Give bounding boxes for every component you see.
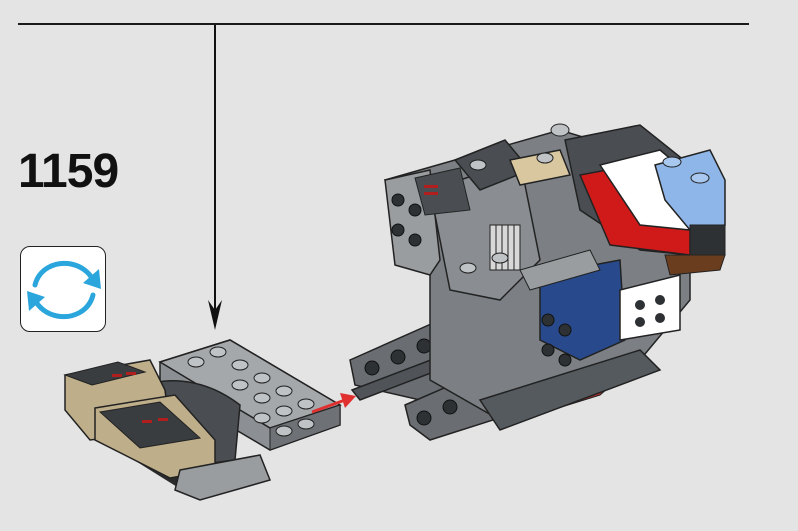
placement-arrow bbox=[208, 25, 222, 330]
step-number: 1159 bbox=[18, 145, 119, 198]
rotate-arrows-icon bbox=[27, 260, 101, 320]
rotate-model-callout bbox=[20, 246, 106, 332]
subassembly-piece bbox=[63, 339, 342, 501]
main-model bbox=[349, 123, 726, 441]
top-divider-line bbox=[18, 23, 749, 25]
attach-arrow bbox=[311, 393, 356, 414]
